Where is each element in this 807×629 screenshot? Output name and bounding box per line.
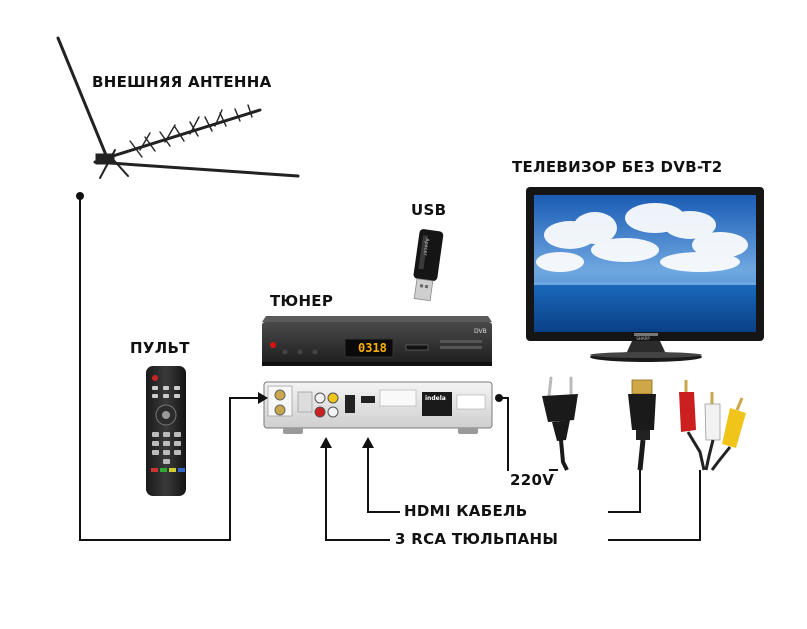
tuner-rear-panel (263, 381, 493, 434)
tv-icon (526, 187, 764, 362)
remote-icon (146, 366, 186, 496)
tv-brand-text: SHARP (636, 336, 650, 341)
remote-label: ПУЛЬТ (130, 339, 190, 357)
arrow-icon (362, 437, 374, 448)
tv-label: ТЕЛЕВИЗОР БЕЗ DVB-T2 (512, 158, 723, 176)
power-plug-icon (542, 376, 578, 471)
tuner-label: ТЮНЕР (270, 292, 334, 310)
tuner-icon (262, 316, 492, 366)
power-cable-end (495, 394, 503, 402)
rca-plugs-icon (679, 380, 746, 471)
usb-stick-icon (413, 229, 444, 302)
hdmi-cable-label: HDMI КАБЕЛЬ (400, 502, 532, 520)
power-label: 220V (506, 471, 559, 489)
antenna-cable-end (76, 192, 84, 200)
usb-label: USB (411, 201, 447, 219)
arrow-icon (320, 437, 332, 448)
rca-cable-label: 3 RCA ТЮЛЬПАНЫ (391, 530, 563, 548)
tuner-display-text: 0318 (358, 341, 387, 355)
tuner-rear-brand-text: indela (425, 395, 446, 402)
arrow-icon (258, 392, 268, 404)
tuner-brand-text: DVB (474, 328, 487, 335)
usb-brand-text: Apacer (421, 238, 430, 257)
antenna-icon (56, 36, 300, 179)
antenna-label: ВНЕШНЯЯ АНТЕННА (92, 73, 272, 91)
hdmi-plug-icon (628, 379, 656, 471)
